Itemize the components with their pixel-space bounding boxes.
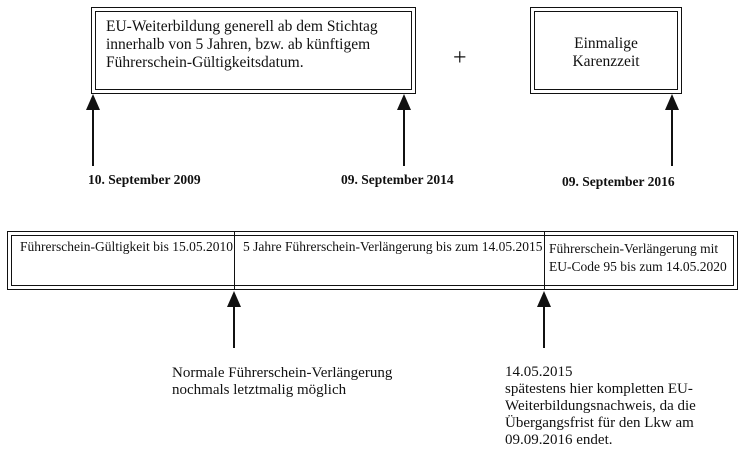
timeline-bar-inner-border xyxy=(11,235,734,286)
weiterbildung-line-2: innerhalb von 5 Jahren, bzw. ab künftige… xyxy=(106,36,371,53)
weiterbildung-line-3: Führerschein-Gültigkeitsdatum. xyxy=(106,54,304,71)
date-start-label: 10. September 2009 xyxy=(88,172,201,187)
weiterbildung-line-1: EU-Weiterbildung generell ab dem Stichta… xyxy=(106,18,378,35)
arrow-start-date xyxy=(86,94,100,166)
renewal-note: Normale Führerschein-Verlängerung nochma… xyxy=(172,365,392,399)
segment-2-line-1: 5 Jahre Führerschein-Verlängerung bis zu… xyxy=(243,239,543,254)
timeline-segment-1: Führerschein-Gültigkeit bis 15.05.2010 xyxy=(20,238,233,256)
deadline-note: 14.05.2015 spätestens hier kompletten EU… xyxy=(505,364,696,449)
date-end-label: 09. September 2014 xyxy=(341,172,454,187)
segment-3-line-2: EU-Code 95 bis zum 14.05.2020 xyxy=(549,259,727,274)
arrow-end-date xyxy=(397,94,411,166)
timeline-divider-2 xyxy=(544,231,545,290)
karenzzeit-box-inner-border xyxy=(534,11,678,90)
karenzzeit-box: Einmalige Karenzzeit xyxy=(530,7,682,94)
karenzzeit-line-1: Einmalige xyxy=(574,35,638,52)
weiterbildung-box-text: EU-Weiterbildung generell ab dem Stichta… xyxy=(106,18,378,72)
plus-sign: + xyxy=(453,45,467,71)
deadline-note-line-1: 14.05.2015 xyxy=(505,364,573,380)
timeline-bar xyxy=(7,231,738,290)
date-karenz-end-label: 09. September 2016 xyxy=(562,174,675,189)
deadline-note-line-4: Übergangsfrist für den Lkw am xyxy=(505,415,694,431)
deadline-note-line-2: spätestens hier kompletten EU- xyxy=(505,381,693,397)
segment-1-line-1: Führerschein-Gültigkeit bis 15.05.2010 xyxy=(20,239,233,254)
deadline-note-line-5: 09.09.2016 endet. xyxy=(505,432,613,448)
arrow-renewal xyxy=(227,291,241,348)
timeline-segment-3: Führerschein-Verlängerung mit EU-Code 95… xyxy=(549,240,727,276)
arrow-deadline xyxy=(537,291,551,348)
segment-3-line-1: Führerschein-Verlängerung mit xyxy=(549,241,719,256)
karenzzeit-box-text: Einmalige Karenzzeit xyxy=(531,35,681,71)
weiterbildung-box-inner-border xyxy=(95,11,412,90)
deadline-note-line-3: Weiterbildungsnachweis, da die xyxy=(505,398,696,414)
timeline-segment-2: 5 Jahre Führerschein-Verlängerung bis zu… xyxy=(243,238,543,256)
renewal-note-line-1: Normale Führerschein-Verlängerung xyxy=(172,365,393,381)
arrow-karenz-date xyxy=(665,94,679,166)
weiterbildung-box: EU-Weiterbildung generell ab dem Stichta… xyxy=(91,7,416,94)
karenzzeit-line-2: Karenzzeit xyxy=(572,53,640,70)
timeline-divider-1 xyxy=(234,231,235,290)
renewal-note-line-2: nochmals letztmalig möglich xyxy=(172,382,347,398)
